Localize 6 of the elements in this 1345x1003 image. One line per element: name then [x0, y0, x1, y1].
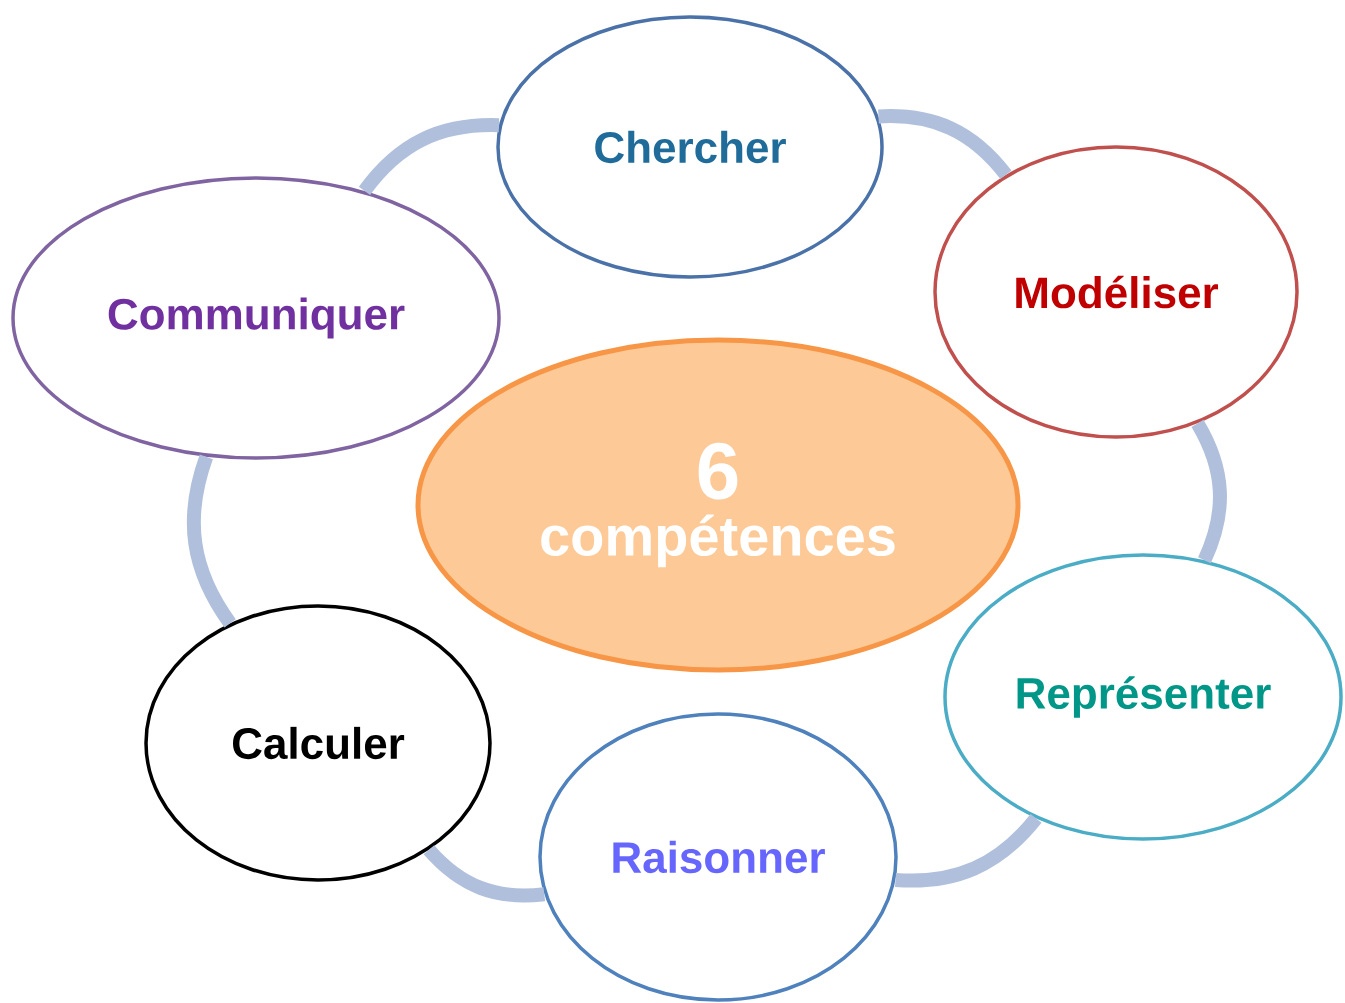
- ring-segment: [186, 454, 236, 628]
- ring-segment: [423, 845, 545, 903]
- ring-segment: [895, 813, 1042, 888]
- ring-segment: [1191, 419, 1227, 563]
- ring-segment: [358, 118, 499, 196]
- ring-segment: [878, 109, 1012, 180]
